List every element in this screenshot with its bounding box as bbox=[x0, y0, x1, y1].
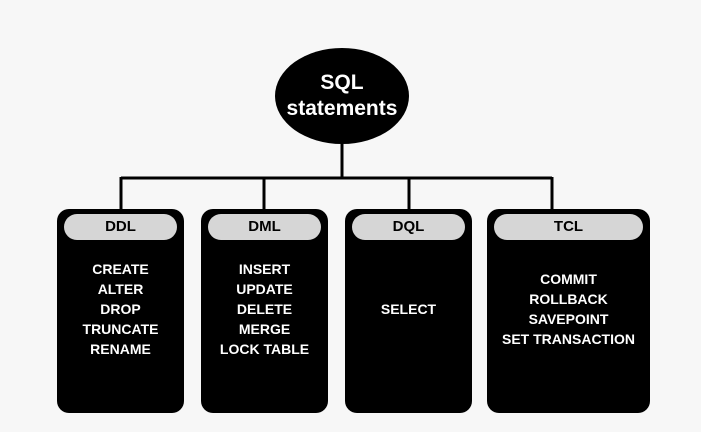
category-items-ddl: CREATE ALTER DROP TRUNCATE RENAME bbox=[57, 259, 184, 359]
dml-item: UPDATE bbox=[236, 281, 293, 297]
ddl-item: CREATE bbox=[92, 261, 149, 277]
root-label-line2: statements bbox=[286, 97, 398, 120]
category-header-dql: DQL bbox=[352, 214, 465, 240]
dml-item: DELETE bbox=[236, 301, 293, 317]
category-items-tcl: COMMIT ROLLBACK SAVEPOINT SET TRANSACTIO… bbox=[487, 269, 650, 349]
category-header-ddl: DDL bbox=[64, 214, 177, 240]
dml-item: INSERT bbox=[238, 261, 291, 277]
ddl-item: TRUNCATE bbox=[82, 321, 159, 337]
category-header-tcl: TCL bbox=[494, 214, 643, 240]
category-box-dml: DML INSERT UPDATE DELETE MERGE LOCK TABL… bbox=[201, 209, 328, 413]
root-label-line1: SQL bbox=[320, 71, 364, 94]
dql-item: SELECT bbox=[380, 301, 437, 317]
ddl-item: RENAME bbox=[90, 341, 151, 357]
tcl-item: SAVEPOINT bbox=[528, 311, 609, 327]
category-header-dml: DML bbox=[208, 214, 321, 240]
category-box-tcl: TCL COMMIT ROLLBACK SAVEPOINT SET TRANSA… bbox=[487, 209, 650, 413]
tcl-item: COMMIT bbox=[540, 271, 597, 287]
dml-item: MERGE bbox=[238, 321, 291, 337]
category-items-dml: INSERT UPDATE DELETE MERGE LOCK TABLE bbox=[201, 259, 328, 359]
category-box-ddl: DDL CREATE ALTER DROP TRUNCATE RENAME bbox=[57, 209, 184, 413]
ddl-item: ALTER bbox=[97, 281, 144, 297]
tcl-item: SET TRANSACTION bbox=[502, 331, 635, 347]
category-box-dql: DQL SELECT bbox=[345, 209, 472, 413]
root-node-sql-statements: SQL statements bbox=[275, 48, 409, 144]
dml-item: LOCK TABLE bbox=[219, 341, 310, 357]
tcl-item: ROLLBACK bbox=[529, 291, 608, 307]
ddl-item: DROP bbox=[100, 301, 141, 317]
category-items-dql: SELECT bbox=[345, 299, 472, 319]
